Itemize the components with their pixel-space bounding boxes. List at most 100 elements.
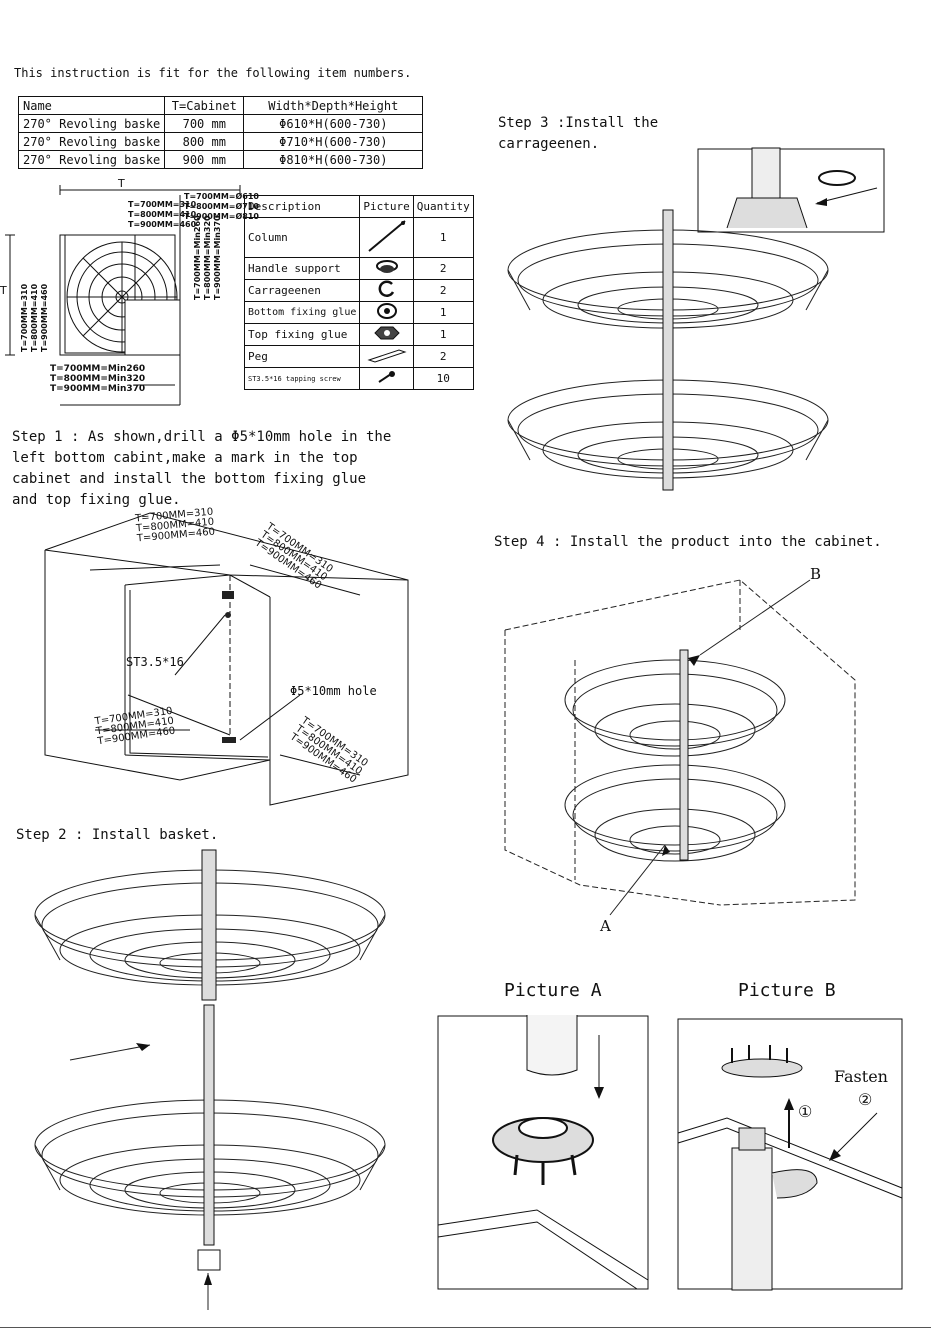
- table-row: 270° Revoling baske 700 mm Φ610*H(600-73…: [17, 114, 424, 133]
- dim-line: T=800MM=410: [30, 283, 39, 352]
- step2-title: Step 2 : Install basket.: [16, 827, 219, 843]
- picture-b-diagram: [677, 1018, 903, 1291]
- dim-line: T=900MM=Ø810: [184, 212, 259, 221]
- dim-vertical-left: T=700MM=310 T=800MM=410 T=900MM=460: [20, 284, 50, 352]
- cell: Bottom fixing glue: [243, 301, 361, 324]
- peg-icon: [366, 349, 407, 363]
- step4-label-a: A: [600, 917, 611, 935]
- col-description: Description: [243, 195, 361, 218]
- cell: [359, 279, 414, 302]
- table-row: Bottom fixing glue 1: [243, 301, 474, 324]
- cell: [359, 323, 414, 346]
- cell: Carrageenen: [243, 279, 361, 302]
- step1-cabinet-diagram: [44, 512, 409, 806]
- cell: 2: [412, 345, 474, 368]
- page-bottom-rule: [0, 1327, 931, 1328]
- dim-vertical-right: T=700MM=Min260 T=800MM=Min320 T=900MM=Mi…: [193, 215, 223, 300]
- cell: Handle support: [243, 257, 361, 280]
- cell: 900 mm: [164, 150, 245, 169]
- column-icon: [367, 220, 406, 252]
- handle-support-icon: [375, 260, 398, 273]
- cell: 2: [412, 257, 474, 280]
- cell: 270° Revoling baske: [17, 132, 166, 151]
- step-num-2: ②: [858, 1090, 873, 1109]
- step1-text: Step 1 : As shown,drill a Φ5*10mm hole i…: [12, 427, 391, 511]
- table-row: Peg 2: [243, 345, 474, 368]
- cell: Peg: [243, 345, 361, 368]
- table-row: Carrageenen 2: [243, 279, 474, 302]
- cell: 1: [412, 301, 474, 324]
- dim-line: T=800MM=410: [128, 210, 197, 219]
- dim-line: T=800MM=Min320: [203, 215, 212, 300]
- table-row: Column 1: [243, 217, 474, 258]
- step1-screw-label: ST3.5*16: [126, 655, 184, 669]
- step3-inset: [697, 147, 885, 233]
- col-cabinet: T=Cabinet: [164, 96, 245, 115]
- dim-line: T=900MM=460: [128, 220, 197, 229]
- step4-title: Step 4 : Install the product into the ca…: [494, 534, 882, 550]
- cell: 270° Revoling baske: [17, 114, 166, 133]
- dim-top-label: T: [118, 177, 125, 190]
- dim-line: T=700MM=Min260: [50, 364, 146, 374]
- col-quantity: Quantity: [412, 195, 474, 218]
- dim-line: T=900MM=Min370: [50, 384, 146, 394]
- cell: Φ810*H(600-730): [243, 150, 424, 169]
- dim-line: T=700MM=310: [20, 283, 29, 352]
- step3-basket-diagram: [507, 209, 829, 491]
- picture-a-title: Picture A: [504, 980, 602, 1001]
- step3-text: Step 3 :Install the carrageenen.: [498, 113, 658, 155]
- bottom-glue-icon: [376, 303, 397, 319]
- table-row: ST3.5*16 tapping screw 10: [243, 367, 474, 390]
- cell: Φ610*H(600-730): [243, 114, 424, 133]
- table-row: Handle support 2: [243, 257, 474, 280]
- step3-line: carrageenen.: [498, 136, 600, 152]
- step4-label-b: B: [810, 565, 822, 583]
- cell: 10: [412, 367, 474, 390]
- top-glue-icon: [373, 326, 400, 340]
- cell: 700 mm: [164, 114, 245, 133]
- step1-line: and top fixing glue.: [12, 492, 181, 508]
- cell: 2: [412, 279, 474, 302]
- step4-cabinet-diagram: [504, 579, 856, 916]
- dim-bottom: T=700MM=Min260 T=800MM=Min320 T=900MM=Mi…: [50, 364, 145, 394]
- step1-line: Step 1 : As shown,drill a Φ5*10mm hole i…: [12, 429, 392, 445]
- fasten-label: Fasten: [834, 1067, 888, 1086]
- step2-basket-diagram: [34, 849, 386, 1310]
- picture-a-diagram: [437, 1015, 649, 1290]
- cell: [359, 217, 414, 258]
- dim-left-label: T: [0, 284, 7, 297]
- col-picture: Picture: [359, 195, 414, 218]
- items-table: Name T=Cabinet Width*Depth*Height 270° R…: [17, 96, 424, 169]
- parts-table: Description Picture Quantity Column 1 Ha…: [243, 195, 474, 390]
- dim-line: T=700MM=310: [128, 200, 197, 209]
- cell: 270° Revoling baske: [17, 150, 166, 169]
- cell: Φ710*H(600-730): [243, 132, 424, 151]
- cell: [359, 257, 414, 280]
- cell: [359, 301, 414, 324]
- table-row: 270° Revoling baske 900 mm Φ810*H(600-73…: [17, 150, 424, 169]
- intro-text: This instruction is fit for the followin…: [14, 66, 412, 80]
- items-table-header: Name T=Cabinet Width*Depth*Height: [17, 96, 424, 115]
- dim-inner-top: T=700MM=310 T=800MM=410 T=900MM=460: [128, 200, 196, 230]
- step1-line: cabinet and install the bottom fixing gl…: [12, 471, 367, 487]
- col-dimensions: Width*Depth*Height: [243, 96, 424, 115]
- dim-line: T=900MM=460: [40, 283, 49, 352]
- dim-line: T=700MM=Ø610: [184, 192, 259, 201]
- cell: ST3.5*16 tapping screw: [243, 367, 361, 390]
- step1-hole-label: Φ5*10mm hole: [290, 684, 377, 698]
- cell: 1: [412, 217, 474, 258]
- carrageenen-icon: [378, 280, 394, 297]
- cell: [359, 345, 414, 368]
- step3-line: Step 3 :Install the: [498, 115, 659, 131]
- dim-line: T=900MM=Min370: [213, 215, 222, 300]
- dim-line: T=800MM=Min320: [50, 374, 146, 384]
- screw-icon: [377, 371, 395, 383]
- step1-line: left bottom cabint,make a mark in the to…: [12, 450, 358, 466]
- table-row: Top fixing glue 1: [243, 323, 474, 346]
- col-name: Name: [17, 96, 166, 115]
- parts-table-header: Description Picture Quantity: [243, 195, 474, 218]
- dim-line: T=800MM=Ø710: [184, 202, 259, 211]
- step-num-1: ①: [798, 1102, 813, 1121]
- dim-line: T=700MM=Min260: [193, 215, 202, 300]
- picture-b-title: Picture B: [738, 980, 836, 1001]
